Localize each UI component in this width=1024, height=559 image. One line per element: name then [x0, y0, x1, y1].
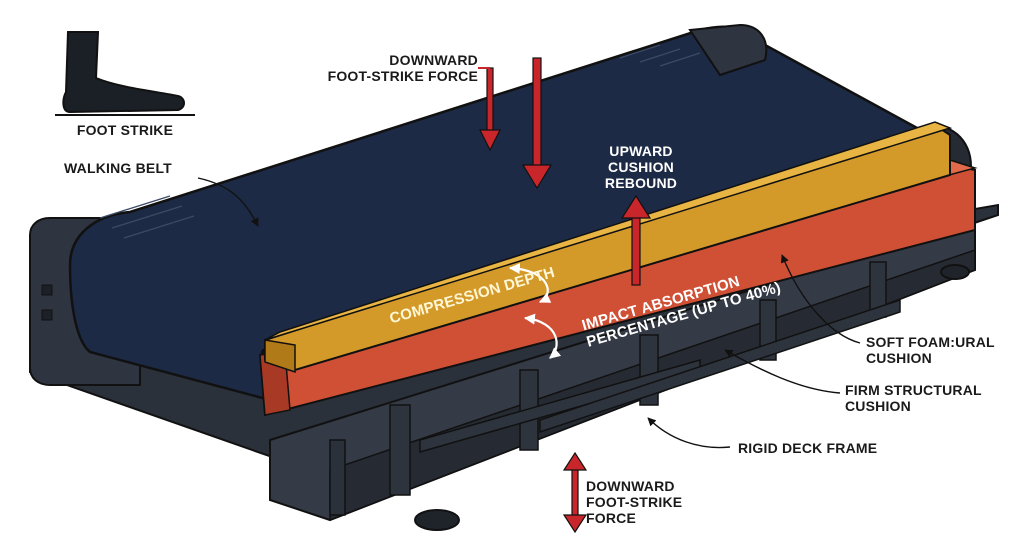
downward-force-top-label: DOWNWARD FOOT-STRIKE FORCE — [318, 52, 478, 84]
soft-foam-line-2: CUSHION — [866, 350, 932, 366]
downward-top-line-1: DOWNWARD — [389, 52, 478, 68]
upward-line-1: UPWARD — [609, 143, 673, 159]
bottom-force-arrow — [562, 451, 588, 534]
force-arrows — [479, 57, 652, 534]
downward-bottom-line-2: FOOT-STRIKE — [586, 494, 683, 510]
soft-foam-line-1: SOFT FOAM:URAL — [866, 334, 995, 350]
foot-strike-label: FOOT STRIKE — [76, 122, 174, 138]
downward-bottom-line-1: DOWNWARD — [586, 478, 675, 494]
upward-rebound-arrow — [620, 194, 652, 286]
upward-line-3: REBOUND — [604, 175, 678, 191]
upward-rebound-label: UPWARD CUSHION REBOUND — [596, 143, 686, 191]
downward-force-arrow-large — [521, 57, 553, 190]
downward-bottom-line-3: FORCE — [586, 510, 636, 526]
firm-line-2: CUSHION — [845, 398, 911, 414]
rigid-deck-label: RIGID DECK FRAME — [738, 440, 878, 456]
walking-belt — [68, 23, 934, 402]
firm-structural-label: FIRM STRUCTURAL CUSHION — [845, 382, 982, 414]
walking-belt-label: WALKING BELT — [64, 160, 172, 176]
firm-line-1: FIRM STRUCTURAL — [845, 382, 982, 398]
upward-line-2: CUSHION — [608, 159, 674, 175]
soft-foam-cushion — [264, 121, 953, 374]
foot-icon — [55, 31, 195, 116]
downward-force-bottom-label: DOWNWARD FOOT-STRIKE FORCE — [586, 478, 682, 526]
soft-foam-label: SOFT FOAM:URAL CUSHION — [866, 334, 995, 366]
downward-top-line-2: FOOT-STRIKE FORCE — [327, 68, 478, 84]
compression-arrows — [508, 263, 562, 359]
leader-lines — [197, 177, 861, 449]
